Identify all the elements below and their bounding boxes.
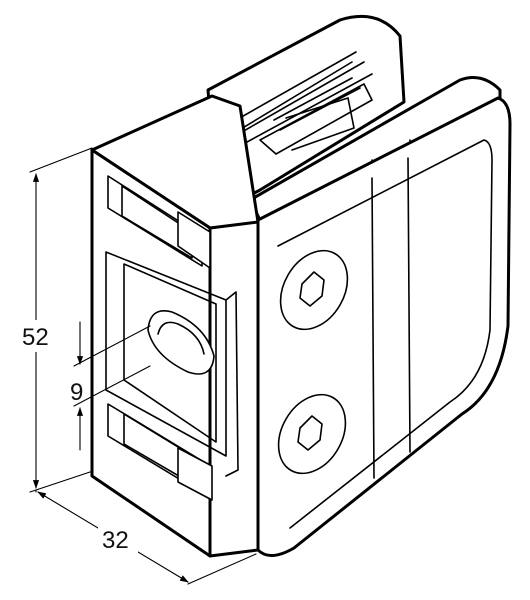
dimension-depth: 32: [35, 489, 257, 585]
dimension-height: 52: [18, 147, 93, 493]
hex-socket-screw-icon: [279, 249, 349, 331]
dimension-depth-label: 32: [102, 527, 129, 554]
dimension-height-label: 52: [22, 324, 49, 351]
hex-socket-screw-icon: [277, 393, 347, 475]
dimension-slot: 9: [70, 321, 151, 451]
dimension-slot-label: 9: [70, 379, 83, 406]
slotted-body: [90, 94, 260, 558]
